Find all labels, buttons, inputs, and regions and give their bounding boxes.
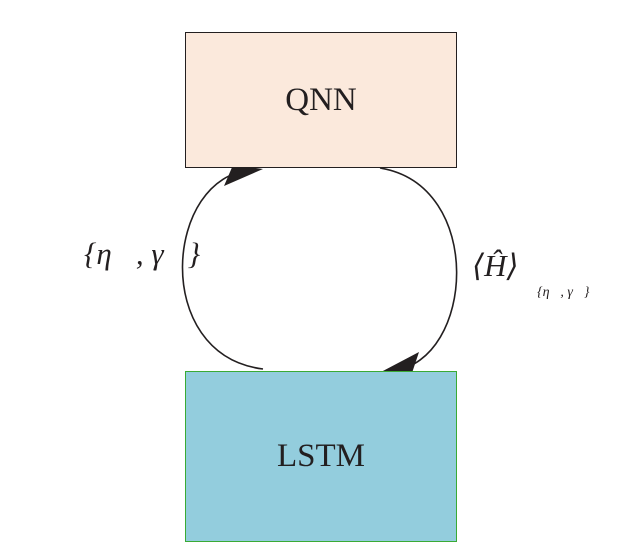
arrow-lstm-to-qnn [181, 169, 264, 370]
lstm-node-label: LSTM [276, 438, 365, 474]
lstm-node: LSTM [185, 371, 457, 542]
edge-label-parameters: {η⃗, γ⃗} [84, 236, 201, 271]
edge-label-expectation-subscript: {η⃗, γ⃗} [537, 285, 590, 300]
arrowhead-into-qnn [224, 165, 263, 186]
qnn-node-label: QNN [285, 81, 357, 118]
arrow-qnn-to-lstm [379, 167, 458, 372]
edge-label-expectation: ⟨Ĥ⟩ [472, 248, 519, 283]
arrowhead-into-lstm [381, 352, 419, 373]
qnn-node: QNN [185, 32, 457, 168]
